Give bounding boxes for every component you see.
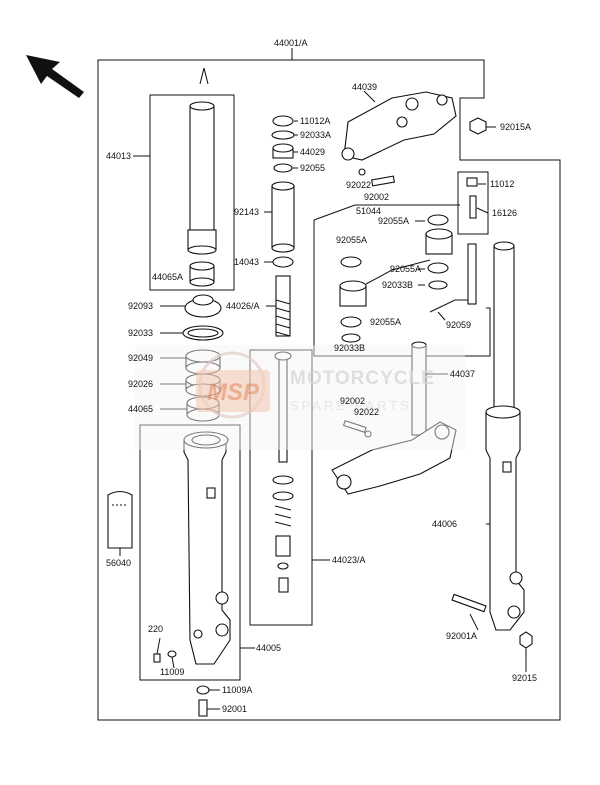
oil-seal-92093 <box>184 294 222 318</box>
label-92001a: 92001A <box>446 631 477 641</box>
arrow-up-left-icon <box>26 55 84 98</box>
label-220: 220 <box>148 624 163 634</box>
label-44029: 44029 <box>300 147 325 157</box>
label-11012: 11012 <box>490 179 514 189</box>
leader-lines <box>119 90 527 710</box>
ring-92055a-4 <box>340 316 362 328</box>
box-16126 <box>457 171 489 235</box>
steering-stem-44037 <box>331 341 457 495</box>
label-92055: 92055 <box>300 163 325 173</box>
label-92022-mid: 92022 <box>354 407 379 417</box>
seat-14043 <box>272 256 294 268</box>
inner-tube <box>187 101 217 255</box>
label-92093: 92093 <box>128 301 153 311</box>
label-44026a: 44026/A <box>226 301 260 311</box>
label-51044: 51044 <box>356 206 381 216</box>
box-inner-tube <box>149 94 235 291</box>
ring-92033b-2 <box>341 333 361 343</box>
label-44037: 44037 <box>450 369 475 379</box>
label-92033b-2: 92033B <box>334 343 365 353</box>
label-56040: 56040 <box>106 558 131 568</box>
bolt-92022-top <box>358 168 366 176</box>
label-92015: 92015 <box>512 673 537 683</box>
ring-92033 <box>182 325 224 341</box>
box-damper <box>249 349 313 626</box>
ring-92055a-3 <box>427 262 449 274</box>
washer-11009a <box>196 685 210 695</box>
label-11012a: 11012A <box>300 116 330 126</box>
ring-92055 <box>273 163 293 173</box>
ring-92033b-1 <box>428 280 448 290</box>
label-92033: 92033 <box>128 328 153 338</box>
cap-51044-b <box>339 259 431 307</box>
bolt-92002-mid <box>342 420 367 433</box>
nut-92015a <box>469 117 487 135</box>
watermark-logo: MSP <box>207 379 260 406</box>
assembly-outline <box>97 59 561 721</box>
label-44006: 44006 <box>432 519 457 529</box>
box-outer-tube-left <box>139 424 241 681</box>
part-labels: 44001/A 44039 44013 11012A 92033A 44029 … <box>106 38 537 714</box>
label-92143: 92143 <box>234 207 259 217</box>
box-51044 <box>313 220 491 357</box>
spring-44026a <box>275 275 291 337</box>
damper-rod <box>274 351 292 463</box>
label-11009a: 11009A <box>222 685 252 695</box>
watermark-line1: MOTORCYCLE <box>290 368 435 389</box>
cap-51044 <box>425 228 453 255</box>
label-44001a: 44001/A <box>274 38 308 48</box>
spacer-92143 <box>271 181 295 253</box>
bolt-92002-top <box>371 175 395 187</box>
valve-16126 <box>469 195 477 219</box>
screw-220 <box>153 653 161 663</box>
bush-44065a <box>189 261 215 287</box>
label-44013: 44013 <box>106 151 131 161</box>
label-92026: 92026 <box>128 379 153 389</box>
ring-92055a-2 <box>340 256 362 268</box>
label-44065: 44065 <box>128 404 153 414</box>
washer-11009 <box>167 650 177 658</box>
label-92059: 92059 <box>446 320 471 330</box>
label-92015a: 92015A <box>500 122 531 132</box>
cap-11012 <box>466 177 478 187</box>
bolt-92022-mid <box>364 430 372 438</box>
label-92055a-4: 92055A <box>370 317 401 327</box>
label-92001: 92001 <box>222 704 247 714</box>
label-92055a-1: 92055A <box>378 216 409 226</box>
damper-spring <box>272 475 294 593</box>
upper-bracket-44039 <box>341 91 457 161</box>
outer-tube-right-44006 <box>485 241 525 631</box>
cap-11012a <box>272 115 294 127</box>
cover-56040 <box>107 490 133 549</box>
label-92055a-2: 92055A <box>336 235 367 245</box>
plug-44029 <box>272 143 294 159</box>
ring-92055a-1 <box>427 214 449 226</box>
label-44039: 44039 <box>352 82 377 92</box>
label-14043: 14043 <box>234 257 259 267</box>
label-44065a: 44065A <box>152 272 183 282</box>
label-92033b-1: 92033B <box>382 280 413 290</box>
hose-92059 <box>429 243 477 313</box>
nut-92015 <box>519 631 533 649</box>
watermark-line2: SPARE PARTS <box>290 398 412 413</box>
outer-tube-left <box>183 431 231 665</box>
bolt-92001a <box>451 593 487 613</box>
label-92049: 92049 <box>128 353 153 363</box>
label-92055a-3: 92055A <box>390 264 421 274</box>
label-92002-top: 92002 <box>364 192 389 202</box>
label-92022-top: 92022 <box>346 180 371 190</box>
bolt-92001 <box>198 699 208 717</box>
label-92002-mid: 92002 <box>340 396 365 406</box>
label-16126: 16126 <box>492 208 517 218</box>
label-44005: 44005 <box>256 643 281 653</box>
ring-92033a <box>271 130 295 140</box>
watermark: MSP MOTORCYCLE SPARE PARTS <box>135 345 465 450</box>
label-11009: 11009 <box>160 667 184 677</box>
label-44023a: 44023/A <box>332 555 366 565</box>
label-92033a: 92033A <box>300 130 331 140</box>
